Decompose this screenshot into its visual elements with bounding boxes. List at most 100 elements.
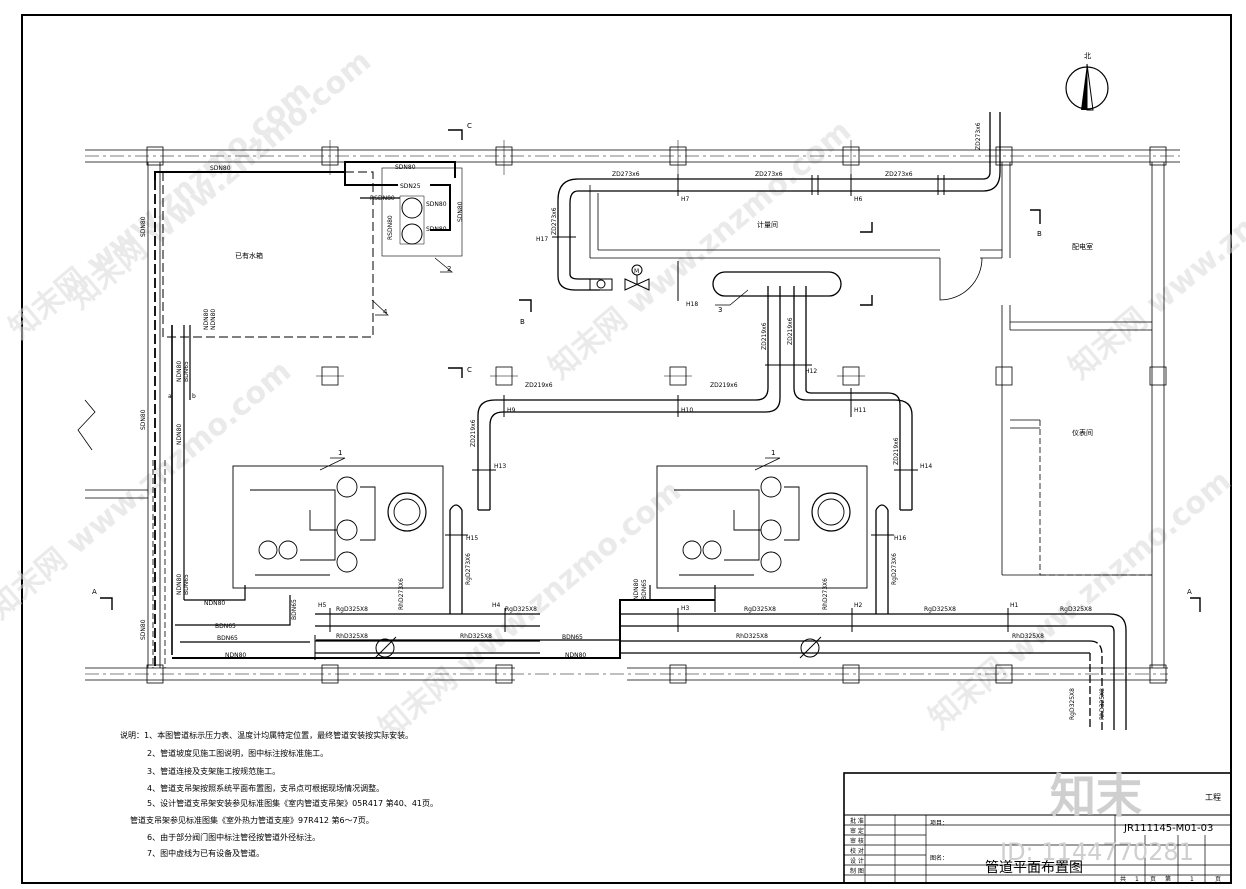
section-mark-c-mid: C (467, 366, 472, 374)
section-mark-b-left: B (520, 318, 525, 326)
support-h14: H14 (920, 463, 932, 470)
steam-mains (477, 112, 1001, 511)
pipe-label: NDN80 (204, 600, 225, 607)
pipe-label: ZD273x6 (755, 171, 783, 178)
boiler-unit-left (232, 465, 444, 589)
pipe-label: ZD219x6 (525, 382, 553, 389)
pipe-label: ZD219x6 (893, 437, 900, 465)
support-h13: H13 (494, 463, 506, 470)
title-block-role: 校 对 (850, 847, 864, 855)
title-block-sheet: 1 (1135, 876, 1139, 883)
column-grid (146, 140, 1167, 684)
pipe-label: NDN80 (565, 652, 586, 659)
support-h5: H5 (318, 602, 327, 609)
pipe-label: RhD325X8 (736, 633, 768, 640)
pipe-label: ZD273x6 (885, 171, 913, 178)
support-h8: H18 (686, 301, 698, 308)
pipe-label: SDN80 (210, 165, 231, 172)
support-h9: H9 (507, 407, 516, 414)
support-h11: H11 (854, 407, 866, 414)
pipe-label: RgD325X8 (1069, 688, 1076, 720)
note-2: 2、管道坡度见施工图说明，图中标注按标准施工。 (147, 748, 328, 758)
title-block-project-label: 项目： (930, 820, 948, 827)
title-block-role: 审 定 (850, 827, 864, 835)
room-label-metering: 计量间 (757, 220, 778, 229)
pipe-label: RhD325X8 (1012, 633, 1044, 640)
pipe-label: NDN80 (225, 652, 246, 659)
hot-water-mains (315, 504, 1127, 730)
title-block-sheet: 1 (1190, 876, 1194, 883)
note-3: 3、管道连接及支架施工按规范施工。 (147, 766, 280, 776)
callout-leaders (319, 257, 781, 471)
section-marks (100, 129, 1201, 612)
general-notes: 说明：1、本图管道标示压力表、温度计均属特定位置，最终管道安装按实际安装。 2、… (120, 730, 438, 858)
watermark-tile: 知末网 www.znzmo.com (923, 464, 1238, 737)
support-h12: H12 (805, 368, 817, 375)
note-1: 说明：1、本图管道标示压力表、温度计均属特定位置，最终管道安装按实际安装。 (120, 730, 413, 740)
room-label-water-tank: 已有水箱 (235, 251, 263, 260)
pipe-label: NDN80 (176, 361, 183, 382)
pipe-label: RhD273X6 (398, 578, 405, 610)
title-block-role: 批 准 (850, 817, 864, 825)
pipe-label: RgD273X6 (465, 553, 472, 585)
pipe-label: BDN65 (562, 634, 583, 641)
pipe-label: SDN80 (140, 619, 147, 640)
pipe-label: BDN65 (641, 579, 648, 600)
pipe-breaks (811, 175, 945, 195)
support-h17: H17 (536, 236, 548, 243)
pipe-label: NDN80 (210, 309, 217, 330)
watermark-logo: 知末 (1050, 769, 1142, 823)
pipe-label: ZD219x6 (787, 317, 794, 345)
pipe-label: RSDN80 (387, 215, 394, 240)
pipe-label: BDN65 (183, 574, 190, 595)
pipe-label: RgD325X8 (505, 606, 537, 613)
note-4: 4、管道支吊架按照系统平面布置图，支吊点可根据现场情况调整。 (147, 783, 384, 793)
callout-1-left: 1 (338, 449, 342, 457)
pipe-label: RgD325X8 (336, 606, 368, 613)
room-label-distribution: 配电室 (1072, 242, 1093, 251)
note-5b: 管道支吊架参见标准图集《室外热力管道支座》97R412 第6～7页。 (130, 815, 374, 825)
pipe-label: SDN80 (457, 201, 464, 222)
small-pipes (154, 161, 716, 668)
pipe-label: NDN80 (203, 309, 210, 330)
section-mark-a-right: A (1187, 588, 1192, 596)
title-block-sheet: 页 (1215, 876, 1221, 883)
sheet-frame (21, 14, 1232, 884)
pipe-label: ZD219x6 (710, 382, 738, 389)
support-markers (329, 174, 1009, 632)
support-h10: H10 (681, 407, 693, 414)
pipe-label: NDN80 (176, 574, 183, 595)
pipe-label: BDN65 (217, 635, 238, 642)
title-block-role: 制 图 (850, 867, 864, 875)
pipe-label: SDN80 (426, 201, 447, 208)
pipe-label: SDN80 (140, 216, 147, 237)
north-arrow-icon: 北 (1065, 52, 1109, 111)
title-block-sheet: 第 (1165, 875, 1171, 883)
pipe-label: SDN80 (426, 226, 447, 233)
pipe-label: SDN80 (395, 164, 416, 171)
support-h4: H4 (492, 602, 501, 609)
support-h15: H15 (466, 535, 478, 542)
pipe-label: ZD273x6 (975, 122, 982, 150)
pipe-label: RhD325X8 (336, 633, 368, 640)
section-mark-b-right: B (1037, 230, 1042, 238)
callout-1-right: 1 (771, 449, 775, 457)
pipe-label: ZD273x6 (551, 207, 558, 235)
title-block-company: 工程 (1205, 793, 1221, 802)
pipe-label: RhD325X8 (1099, 688, 1106, 720)
port-b: b (192, 393, 196, 400)
pipe-label: NDN80 (633, 579, 640, 600)
motorized-valve (589, 264, 650, 291)
pipe-label: RgD273X6 (891, 553, 898, 585)
section-mark-c-top: C (467, 122, 472, 130)
pipe-label: RhD273X6 (822, 578, 829, 610)
pipe-label: NDN80 (176, 424, 183, 445)
title-block-drawing-name: 管道平面布置图 (985, 860, 1083, 876)
callout-4: 4 (383, 308, 388, 316)
boiler-unit-right (656, 465, 868, 589)
north-label: 北 (1084, 52, 1091, 60)
note-7: 7、图中虚线为已有设备及管道。 (147, 848, 264, 858)
title-block-sheet: 共 (1120, 875, 1126, 883)
port-a: a (168, 393, 172, 400)
